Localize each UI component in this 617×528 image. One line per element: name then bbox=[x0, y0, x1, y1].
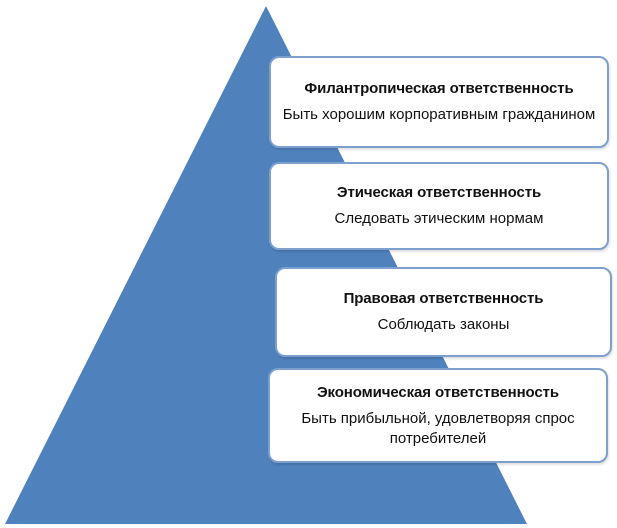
level-title: Экономическая ответственность bbox=[316, 383, 560, 401]
level-description: Быть хорошим корпоративным гражданином bbox=[282, 106, 596, 123]
level-description: Следовать этическим нормам bbox=[334, 210, 544, 227]
level-card-economic: Экономическая ответственность Быть прибы… bbox=[268, 368, 608, 463]
level-description: Быть прибыльной, удовлетворяя спрос потр… bbox=[301, 409, 575, 447]
level-card-ethical: Этическая ответственность Следовать этич… bbox=[269, 162, 609, 250]
level-card-legal: Правовая ответственность Соблюдать закон… bbox=[275, 267, 612, 357]
level-title: Филантропическая ответственность bbox=[304, 80, 574, 97]
level-title: Этическая ответственность bbox=[336, 184, 542, 201]
level-title: Правовая ответственность bbox=[343, 290, 544, 307]
level-description: Соблюдать законы bbox=[377, 316, 510, 333]
level-card-philanthropic: Филантропическая ответственность Быть хо… bbox=[269, 56, 609, 148]
